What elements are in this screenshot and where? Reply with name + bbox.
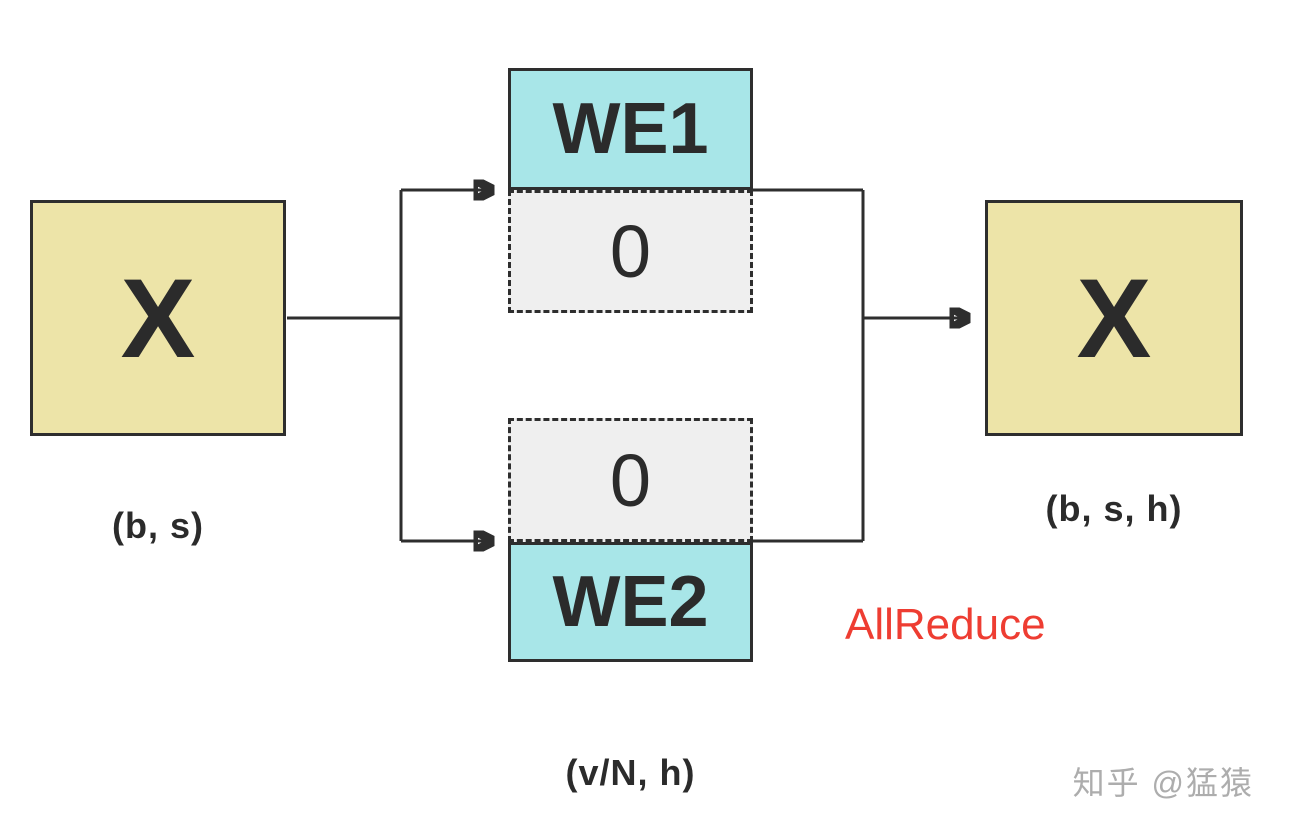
output-shape-label: (b, s, h) xyxy=(1045,488,1183,529)
we1-label: WE1 xyxy=(552,89,709,169)
we2-zero-pad-box: 0 xyxy=(508,418,753,542)
input-tensor-box: X xyxy=(30,200,286,436)
output-tensor-label: X xyxy=(1076,255,1152,381)
we1-box: WE1 xyxy=(508,68,753,190)
input-shape-label: (b, s) xyxy=(112,505,204,546)
allreduce-label: AllReduce xyxy=(845,600,1046,649)
we2-label: WE2 xyxy=(552,562,709,642)
output-tensor-box: X xyxy=(985,200,1243,436)
watermark: 知乎 @猛猿 xyxy=(1072,765,1254,801)
input-tensor-label: X xyxy=(120,255,196,381)
we2-box: WE2 xyxy=(508,542,753,662)
we1-zero-pad-box: 0 xyxy=(508,190,753,313)
we2-zero-label: 0 xyxy=(609,438,652,522)
embedding-shape-label: (v/N, h) xyxy=(565,752,696,793)
we1-zero-label: 0 xyxy=(609,210,652,293)
